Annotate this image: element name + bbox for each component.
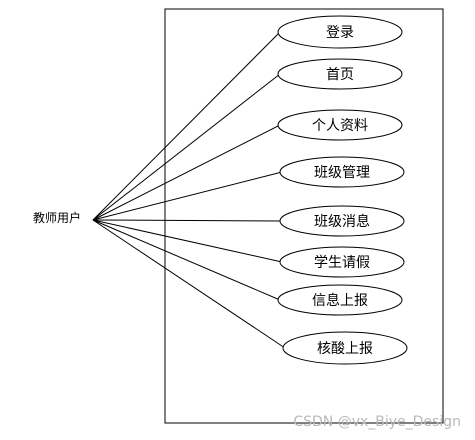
- use-case-label: 首页: [326, 67, 354, 83]
- use-case: 班级消息: [279, 205, 405, 237]
- association-line: [92, 219, 283, 222]
- use-case: 信息上报: [277, 284, 403, 316]
- use-case: 核酸上报: [282, 331, 408, 365]
- actor-label: 教师用户: [33, 210, 81, 225]
- use-case-label: 学生请假: [314, 255, 370, 271]
- association-line: [92, 124, 281, 221]
- use-case-label: 班级消息: [314, 213, 370, 230]
- use-case-ellipse: [277, 15, 403, 49]
- association-line: [92, 171, 283, 221]
- use-case: 班级管理: [279, 156, 405, 188]
- use-case-label: 核酸上报: [317, 341, 373, 357]
- use-case-ellipse: [279, 156, 405, 188]
- use-case: 登录: [277, 15, 403, 49]
- association-line: [92, 219, 283, 263]
- watermark: CSDN @vx_Biye_Design: [293, 414, 461, 430]
- use-case-ellipse: [279, 205, 405, 237]
- use-case-ellipse: [282, 331, 408, 365]
- association-line: [92, 73, 281, 221]
- association-line: [92, 31, 281, 221]
- use-case-ellipse: [277, 284, 403, 316]
- use-case-ellipse: [277, 58, 403, 90]
- system-boundary: [164, 8, 444, 424]
- association-line: [92, 219, 281, 301]
- use-case: 学生请假: [279, 246, 405, 278]
- use-case-ellipse: [277, 109, 403, 141]
- association-line: [92, 219, 286, 349]
- use-case-label: 登录: [326, 25, 354, 41]
- use-case: 个人资料: [277, 109, 403, 141]
- use-case-ellipse: [279, 246, 405, 278]
- use-case: 首页: [277, 58, 403, 90]
- use-case-label: 信息上报: [312, 292, 368, 309]
- association-lines: [92, 31, 286, 349]
- use-case-label: 班级管理: [314, 165, 370, 181]
- use-case-label: 个人资料: [312, 118, 368, 134]
